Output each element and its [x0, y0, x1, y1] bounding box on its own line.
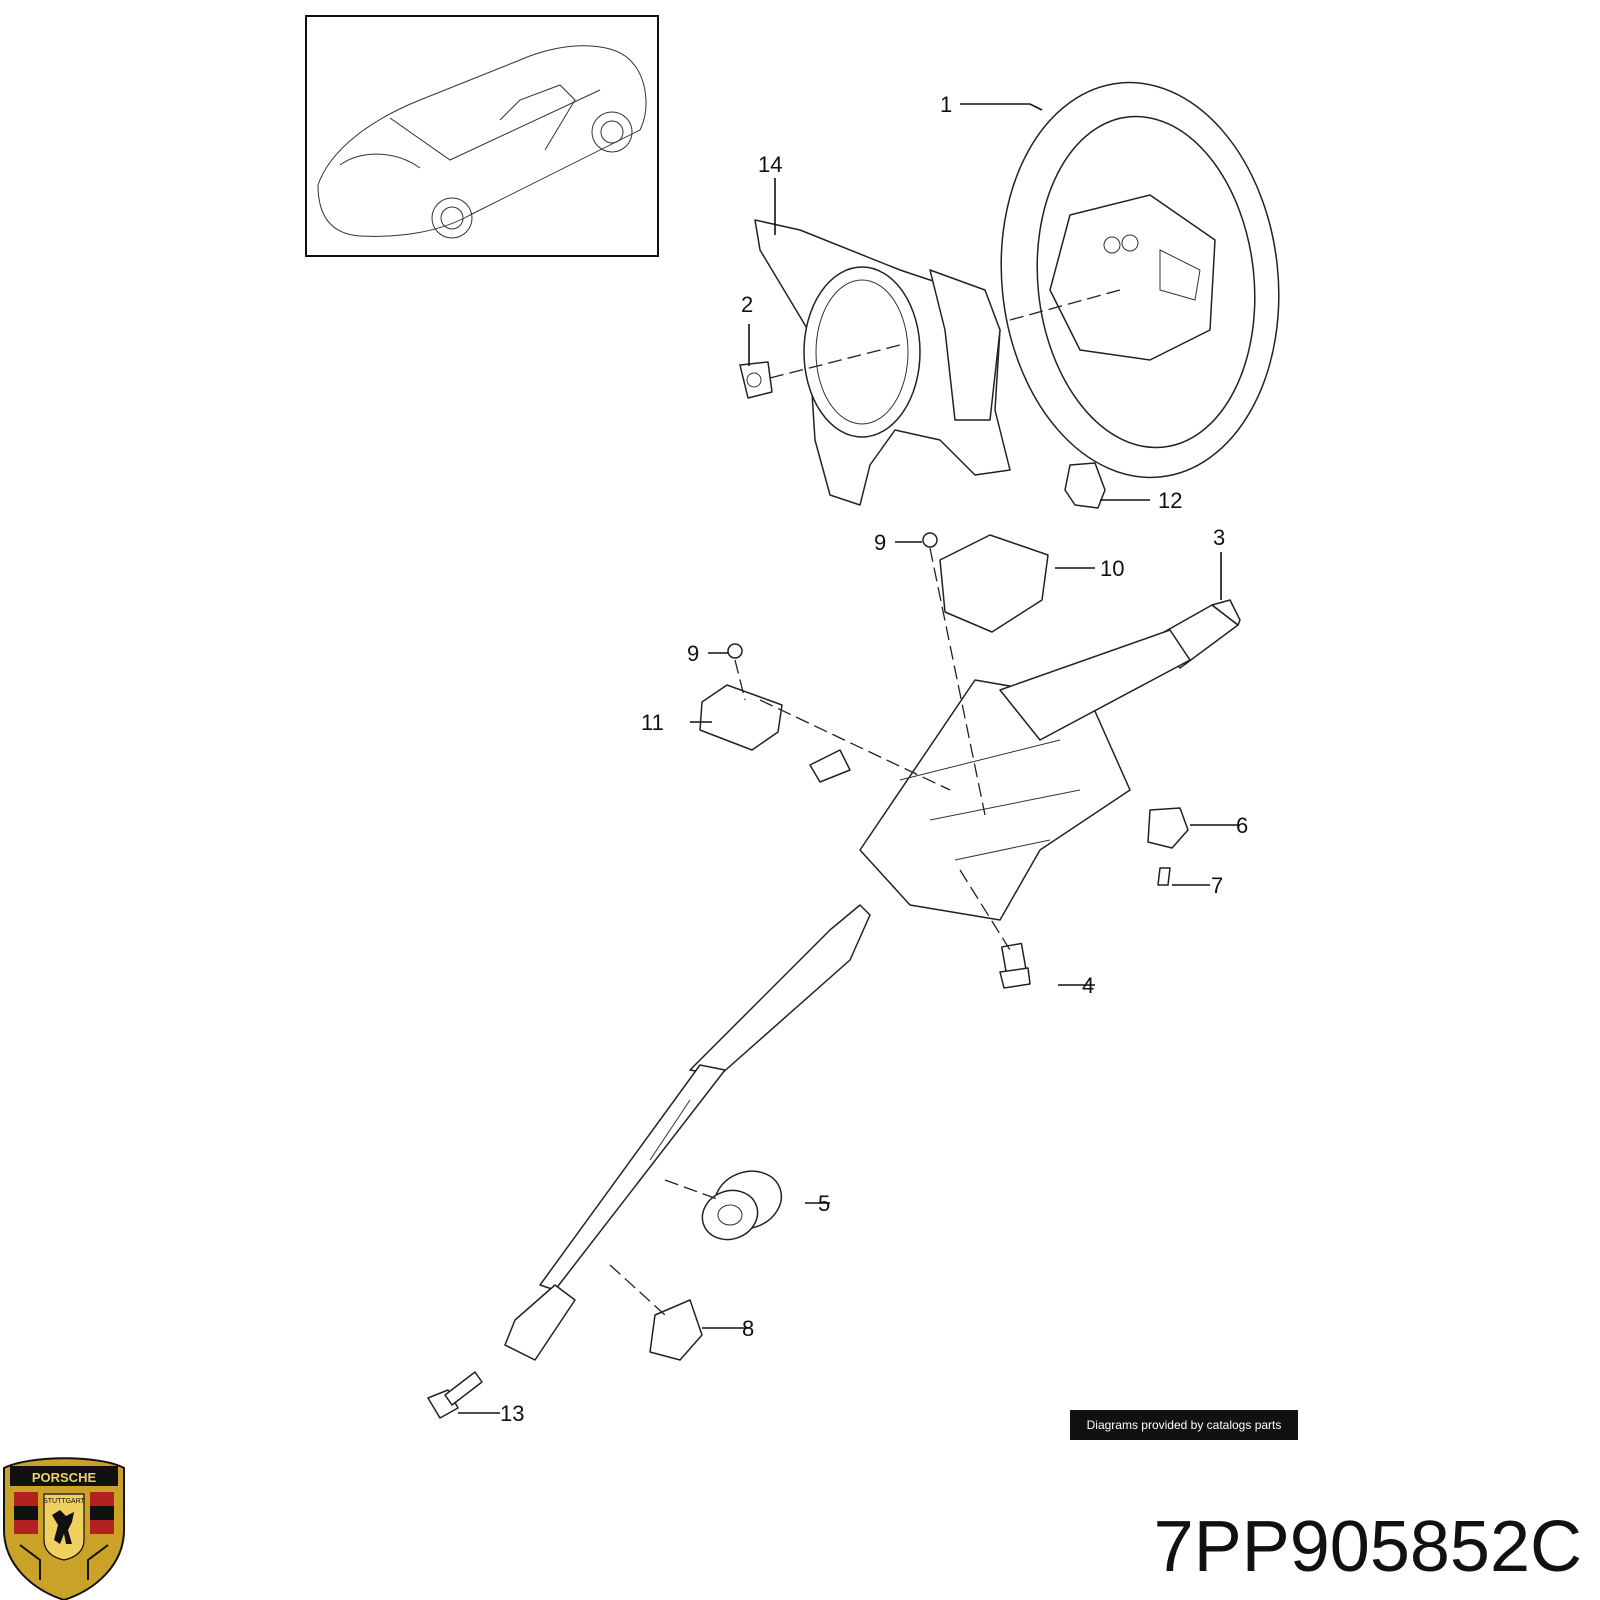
callout-11: 11	[641, 710, 664, 735]
assembly-lines	[609, 289, 1121, 1316]
callout-12: 12	[1158, 488, 1182, 513]
diagram-credit-banner: Diagrams provided by catalogs parts	[1070, 1410, 1298, 1440]
steering-wheel	[1000, 81, 1280, 479]
callout-3: 3	[1213, 525, 1225, 550]
crest-city-text: STUTTGART	[43, 1498, 86, 1505]
vehicle-inset	[305, 15, 659, 257]
nut-9-lower	[727, 643, 743, 659]
callout-1: 1	[940, 92, 952, 117]
callout-8: 8	[742, 1316, 754, 1341]
screw-7	[1157, 867, 1171, 886]
horse-icon	[52, 1510, 74, 1544]
callout-13: 13	[500, 1401, 524, 1426]
bolt-13	[427, 1371, 483, 1419]
bushing-5	[701, 1170, 783, 1241]
crest-brand-text: PORSCHE	[32, 1470, 97, 1485]
callout-9-lower: 9	[687, 641, 699, 666]
nut-9-upper	[922, 532, 938, 548]
callout-9-upper: 9	[874, 530, 886, 555]
callout-5: 5	[818, 1191, 830, 1216]
callout-7: 7	[1211, 873, 1223, 898]
callout-labels: 1 2 3 4 5 6 7 8 9 9 10 11 12 13 14	[500, 92, 1248, 1426]
porsche-crest-logo: PORSCHE STUTTGART	[3, 1457, 125, 1600]
clip-12	[1064, 462, 1106, 509]
cap-8	[649, 1299, 703, 1361]
bolt-4	[999, 942, 1031, 989]
callout-10: 10	[1100, 556, 1124, 581]
callout-4: 4	[1082, 973, 1094, 998]
callout-14: 14	[758, 152, 782, 177]
switch-carrier	[754, 219, 1011, 506]
part-number: 7PP905852C	[1153, 1507, 1582, 1587]
callout-6: 6	[1236, 813, 1248, 838]
steering-column	[504, 599, 1241, 1361]
clamp-6	[1147, 807, 1189, 849]
leader-lines	[458, 103, 1240, 1414]
control-unit-10	[939, 534, 1049, 633]
callout-2: 2	[741, 292, 753, 317]
screw-2	[739, 361, 773, 399]
control-unit-11	[699, 684, 783, 751]
